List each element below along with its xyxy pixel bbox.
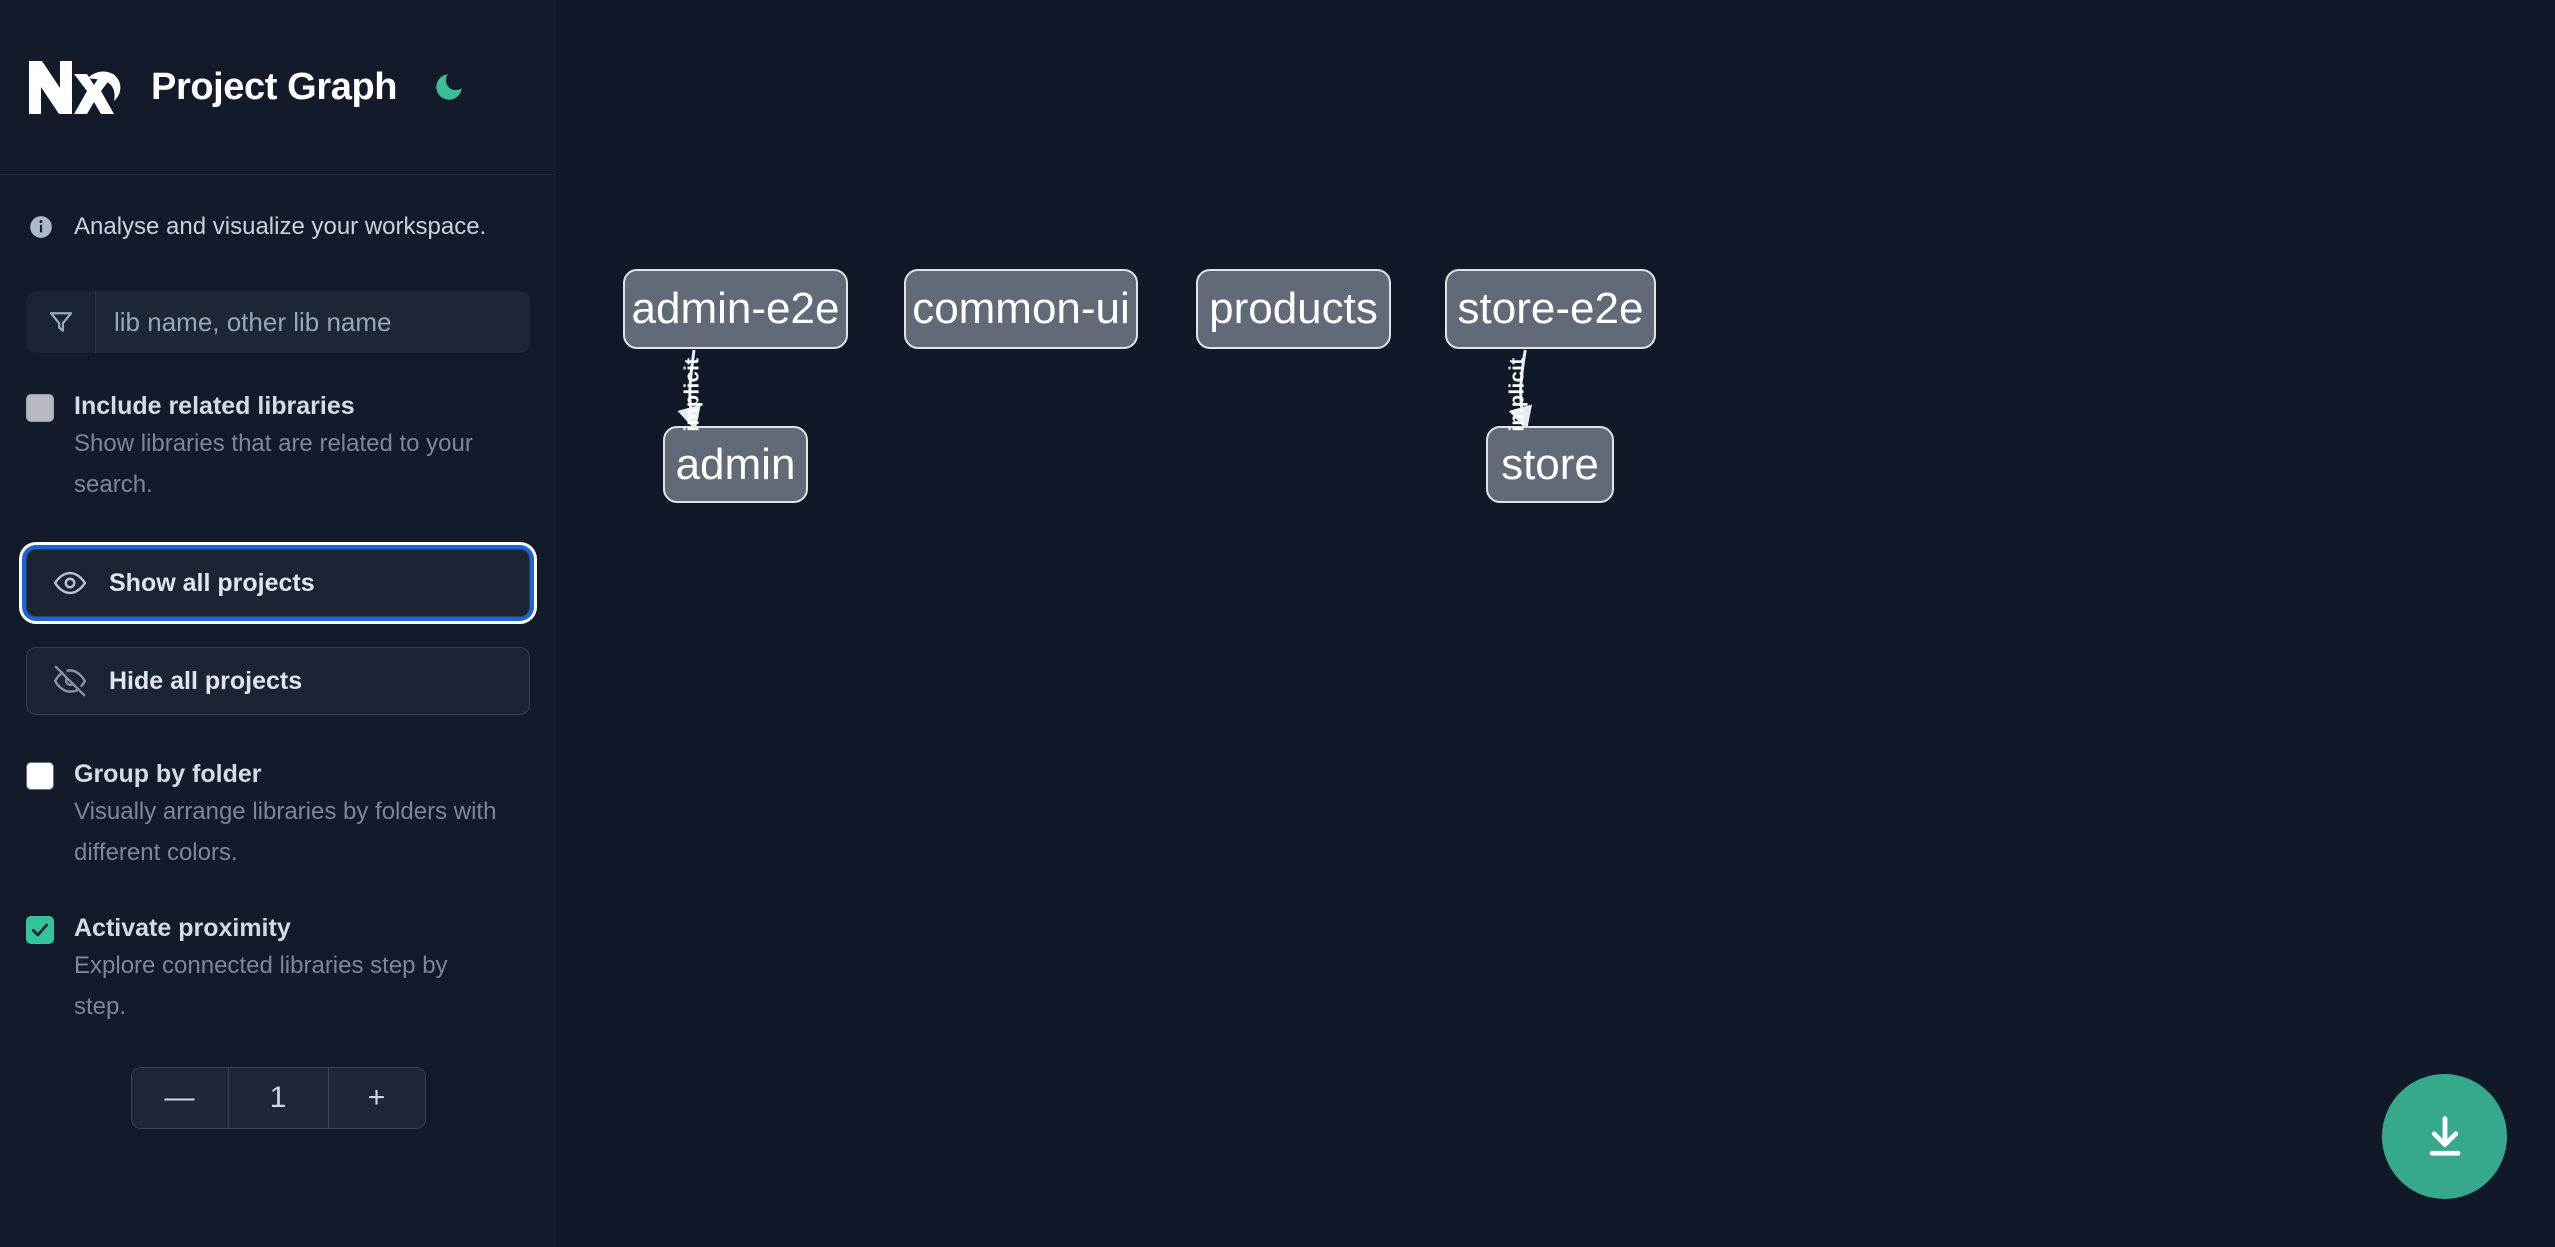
option-include-related-libraries: Include related libraries Show libraries… — [0, 389, 556, 505]
graph-node-admin[interactable]: admin — [663, 426, 808, 503]
graph-node-label: store — [1501, 439, 1599, 489]
option-activate-proximity: Activate proximity Explore connected lib… — [0, 911, 556, 1027]
info-icon — [28, 214, 54, 240]
group-by-folder-description: Visually arrange libraries by folders wi… — [74, 798, 497, 866]
workspace-info-text: Analyse and visualize your workspace. — [74, 213, 487, 240]
graph-node-label: store-e2e — [1457, 284, 1644, 333]
proximity-value[interactable]: 1 — [228, 1068, 328, 1128]
workspace-info: Analyse and visualize your workspace. — [0, 175, 556, 241]
show-all-projects-label: Show all projects — [109, 568, 315, 597]
graph-node-label: admin-e2e — [631, 284, 840, 333]
nx-logo-icon — [26, 56, 123, 118]
include-related-libraries-label: Include related libraries — [74, 392, 355, 420]
show-all-projects-button[interactable]: Show all projects — [26, 549, 530, 617]
sidebar: Project Graph Analyse and visualize your… — [0, 0, 556, 1247]
graph-node-label: products — [1209, 284, 1378, 333]
hide-all-projects-button[interactable]: Hide all projects — [26, 647, 530, 715]
download-graph-button[interactable] — [2382, 1074, 2507, 1199]
edge-label-store-implicit: implicit — [1506, 357, 1529, 432]
moon-icon[interactable] — [429, 67, 469, 107]
sidebar-header: Project Graph — [0, 0, 556, 175]
include-related-libraries-checkbox[interactable] — [26, 394, 54, 422]
activate-proximity-description: Explore connected libraries step by step… — [74, 952, 448, 1020]
graph-canvas[interactable]: admin-e2e common-ui products store-e2e a… — [556, 0, 2555, 1247]
download-icon — [2419, 1111, 2471, 1163]
graph-node-label: admin — [675, 439, 796, 489]
edge-store-e2e-store — [1508, 349, 1533, 431]
activate-proximity-checkbox[interactable] — [26, 916, 54, 944]
hide-all-projects-label: Hide all projects — [109, 666, 303, 695]
proximity-stepper: — 1 + — [0, 1067, 556, 1129]
edge-label-admin-implicit: implicit — [681, 357, 704, 432]
graph-node-label: common-ui — [912, 284, 1130, 333]
visibility-buttons: Show all projects Hide all projects — [0, 549, 556, 715]
proximity-decrement-button[interactable]: — — [131, 1068, 229, 1128]
filter-icon[interactable] — [26, 291, 96, 353]
activate-proximity-label: Activate proximity — [74, 914, 291, 942]
group-by-folder-label: Group by folder — [74, 760, 262, 788]
proximity-increment-button[interactable]: + — [327, 1068, 425, 1128]
page-title: Project Graph — [151, 65, 398, 108]
button-gap — [26, 617, 530, 647]
graph-node-store[interactable]: store — [1486, 426, 1614, 503]
eye-icon — [53, 566, 87, 600]
search-bar — [26, 291, 530, 353]
search-input[interactable] — [96, 291, 530, 353]
graph-edges — [677, 349, 1533, 431]
edge-admin-e2e-admin — [677, 349, 701, 431]
group-by-folder-checkbox[interactable] — [26, 762, 54, 790]
graph-node-common-ui[interactable]: common-ui — [904, 269, 1138, 349]
eye-off-icon — [53, 664, 87, 698]
option-group-by-folder: Group by folder Visually arrange librari… — [0, 757, 556, 873]
graph-node-products[interactable]: products — [1196, 269, 1391, 349]
include-related-libraries-description: Show libraries that are related to your … — [74, 430, 473, 498]
graph-node-admin-e2e[interactable]: admin-e2e — [623, 269, 848, 349]
graph-node-store-e2e[interactable]: store-e2e — [1445, 269, 1656, 349]
